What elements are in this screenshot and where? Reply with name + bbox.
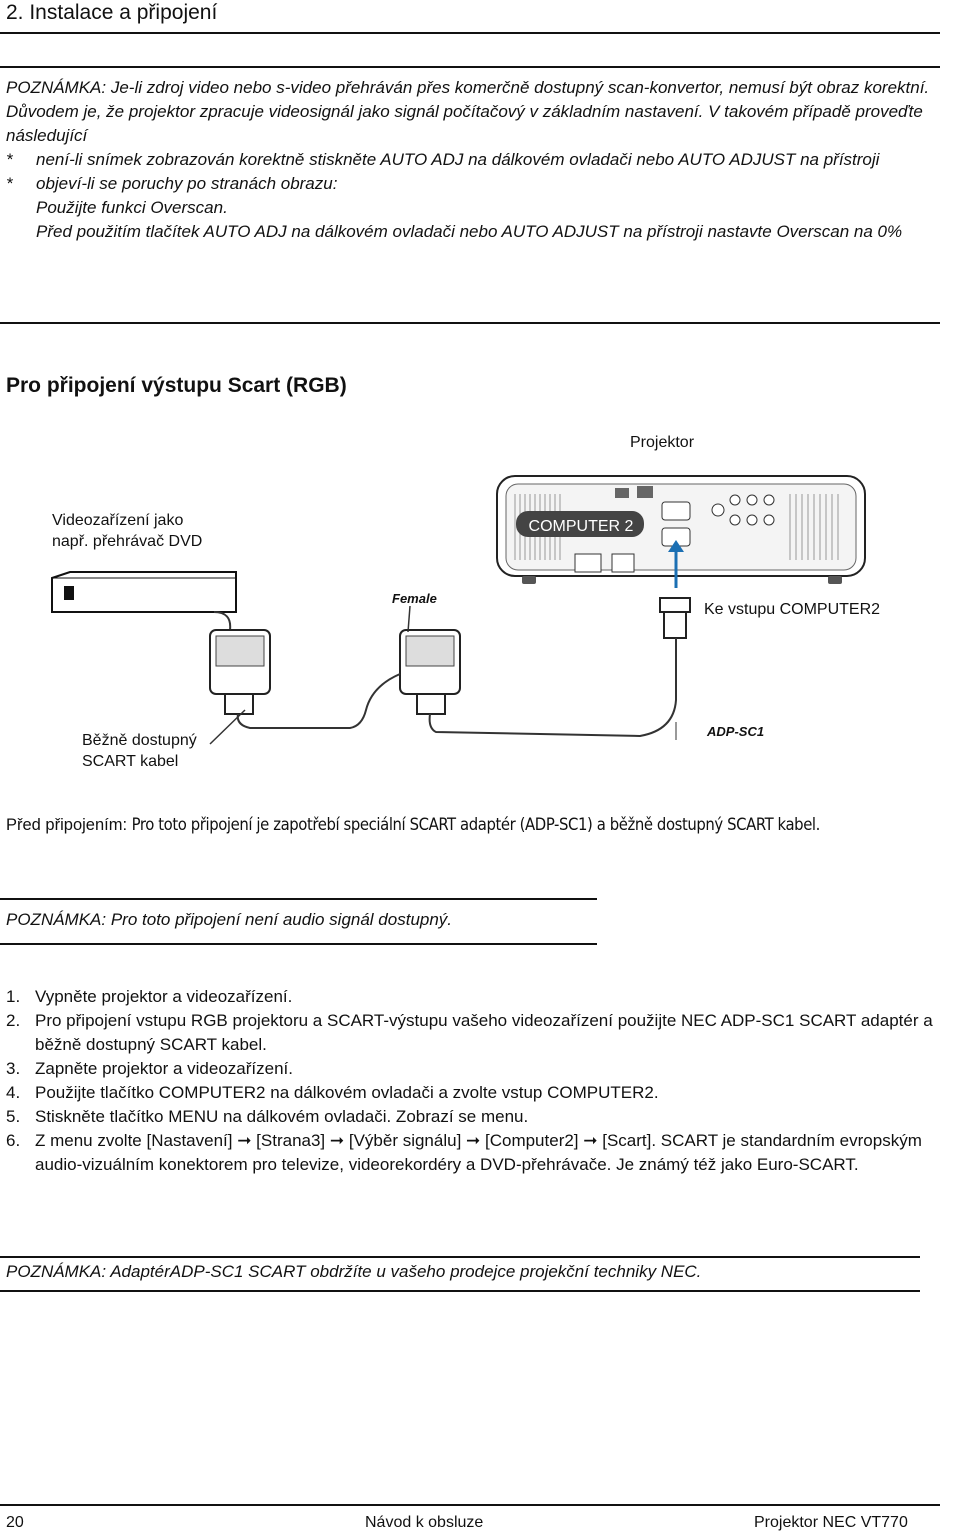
projector-label: Projektor <box>630 434 695 451</box>
page-title: 2. Instalace a připojení <box>6 1 218 24</box>
step-text: Stiskněte tlačítko MENU na dálkovém ovla… <box>35 1107 529 1126</box>
step-item: 4. Použijte tlačítko COMPUTER2 na dálkové… <box>6 1081 946 1105</box>
note2-top-rule <box>0 898 597 900</box>
title-divider <box>0 32 940 34</box>
step-item: 2. Pro připojení vstupu RGB projektoru a … <box>6 1009 946 1057</box>
bullet-mark: * <box>6 150 13 169</box>
vga-connector <box>659 597 691 639</box>
before-connecting-prefix: Před připojením: <box>6 816 128 834</box>
step-item: 6. Z menu zvolte [Nastavení] ➞ [Strana3] … <box>6 1129 946 1177</box>
note1-bullet-2-text: objeví-li se poruchy po stranách obrazu: <box>36 174 338 193</box>
step-number: 4. <box>6 1083 21 1102</box>
step-number: 2. <box>6 1011 21 1030</box>
projector-illustration <box>496 475 866 584</box>
scart-plug-right <box>399 629 461 715</box>
note3-top-rule <box>0 1256 920 1258</box>
step-number: 3. <box>6 1059 21 1078</box>
footer-right: Projektor NEC VT770 <box>754 1514 908 1531</box>
note3-bottom-rule <box>0 1290 920 1292</box>
note1: POZNÁMKA: Je-li zdroj video nebo s-video… <box>6 76 941 244</box>
note1-sub1: Použijte funkci Overscan. <box>36 198 228 217</box>
dvd-player-illustration <box>51 571 237 613</box>
input-label: Ke vstupu COMPUTER2 <box>704 601 881 618</box>
step-text: Zapněte projektor a videozařízení. <box>35 1059 293 1078</box>
step-text: Vypněte projektor a videozařízení. <box>35 987 293 1006</box>
steps-list: 1. Vypněte projektor a videozařízení. 2. P… <box>6 985 946 1177</box>
before-connecting-text: Pro toto připojení je zapotřebí speciáln… <box>131 815 821 834</box>
note1-bullet-1: * není-li snímek zobrazován korektně sti… <box>6 148 941 172</box>
note1-bottom-rule <box>0 322 940 324</box>
video-device-label-line1: Videozařízení jako <box>52 512 184 529</box>
section-heading: Pro připojení výstupu Scart (RGB) <box>6 374 347 397</box>
note1-bullet-2: * objeví-li se poruchy po stranách obraz… <box>6 172 941 196</box>
footer-center: Návod k obsluze <box>365 1514 484 1531</box>
video-device-label: Videozařízení jako např. přehrávač DVD <box>52 510 202 552</box>
female-label: Female <box>392 591 437 606</box>
step-number: 1. <box>6 987 21 1006</box>
note2: POZNÁMKA: Pro toto připojení není audio … <box>6 910 453 929</box>
note3: POZNÁMKA: AdaptérADP-SC1 SCART obdržíte … <box>6 1262 702 1281</box>
computer2-tag: COMPUTER 2 <box>528 518 634 535</box>
bullet-mark: * <box>6 174 13 193</box>
scart-plug-left <box>209 629 271 715</box>
step-item: 3. Zapněte projektor a videozařízení. <box>6 1057 946 1081</box>
note1-sub2: Před použitím tlačítek AUTO ADJ na dálko… <box>36 222 903 241</box>
adapter-label: ADP-SC1 <box>707 724 765 739</box>
note2-bottom-rule <box>0 943 597 945</box>
note1-line2: Důvodem je, že projektor zpracuje videos… <box>6 102 923 145</box>
note1-bullet-1-text: není-li snímek zobrazován korektně stisk… <box>36 150 880 169</box>
footer-rule <box>0 1504 940 1506</box>
step-number: 5. <box>6 1107 21 1126</box>
page-number: 20 <box>6 1514 24 1531</box>
step-item: 1. Vypněte projektor a videozařízení. <box>6 985 946 1009</box>
before-connecting: Před připojením: Pro toto připojení je z… <box>6 814 960 836</box>
cable-label-line1: Běžně dostupný <box>82 732 197 749</box>
step-text: Použijte tlačítko COMPUTER2 na dálkovém … <box>35 1083 659 1102</box>
note1-line1: POZNÁMKA: Je-li zdroj video nebo s-video… <box>6 78 930 97</box>
step-item: 5. Stiskněte tlačítko MENU na dálkovém ov… <box>6 1105 946 1129</box>
note1-top-rule <box>0 66 940 68</box>
connection-diagram <box>51 475 866 745</box>
cable-label-line2: SCART kabel <box>82 753 179 770</box>
step-text: Pro připojení vstupu RGB projektoru a SC… <box>35 1011 933 1054</box>
step-number: 6. <box>6 1131 21 1150</box>
video-device-label-line2: např. přehrávač DVD <box>52 533 203 550</box>
cable-label: Běžně dostupný SCART kabel <box>82 730 197 772</box>
step-text: Z menu zvolte [Nastavení] ➞ [Strana3] ➞ … <box>35 1131 922 1174</box>
